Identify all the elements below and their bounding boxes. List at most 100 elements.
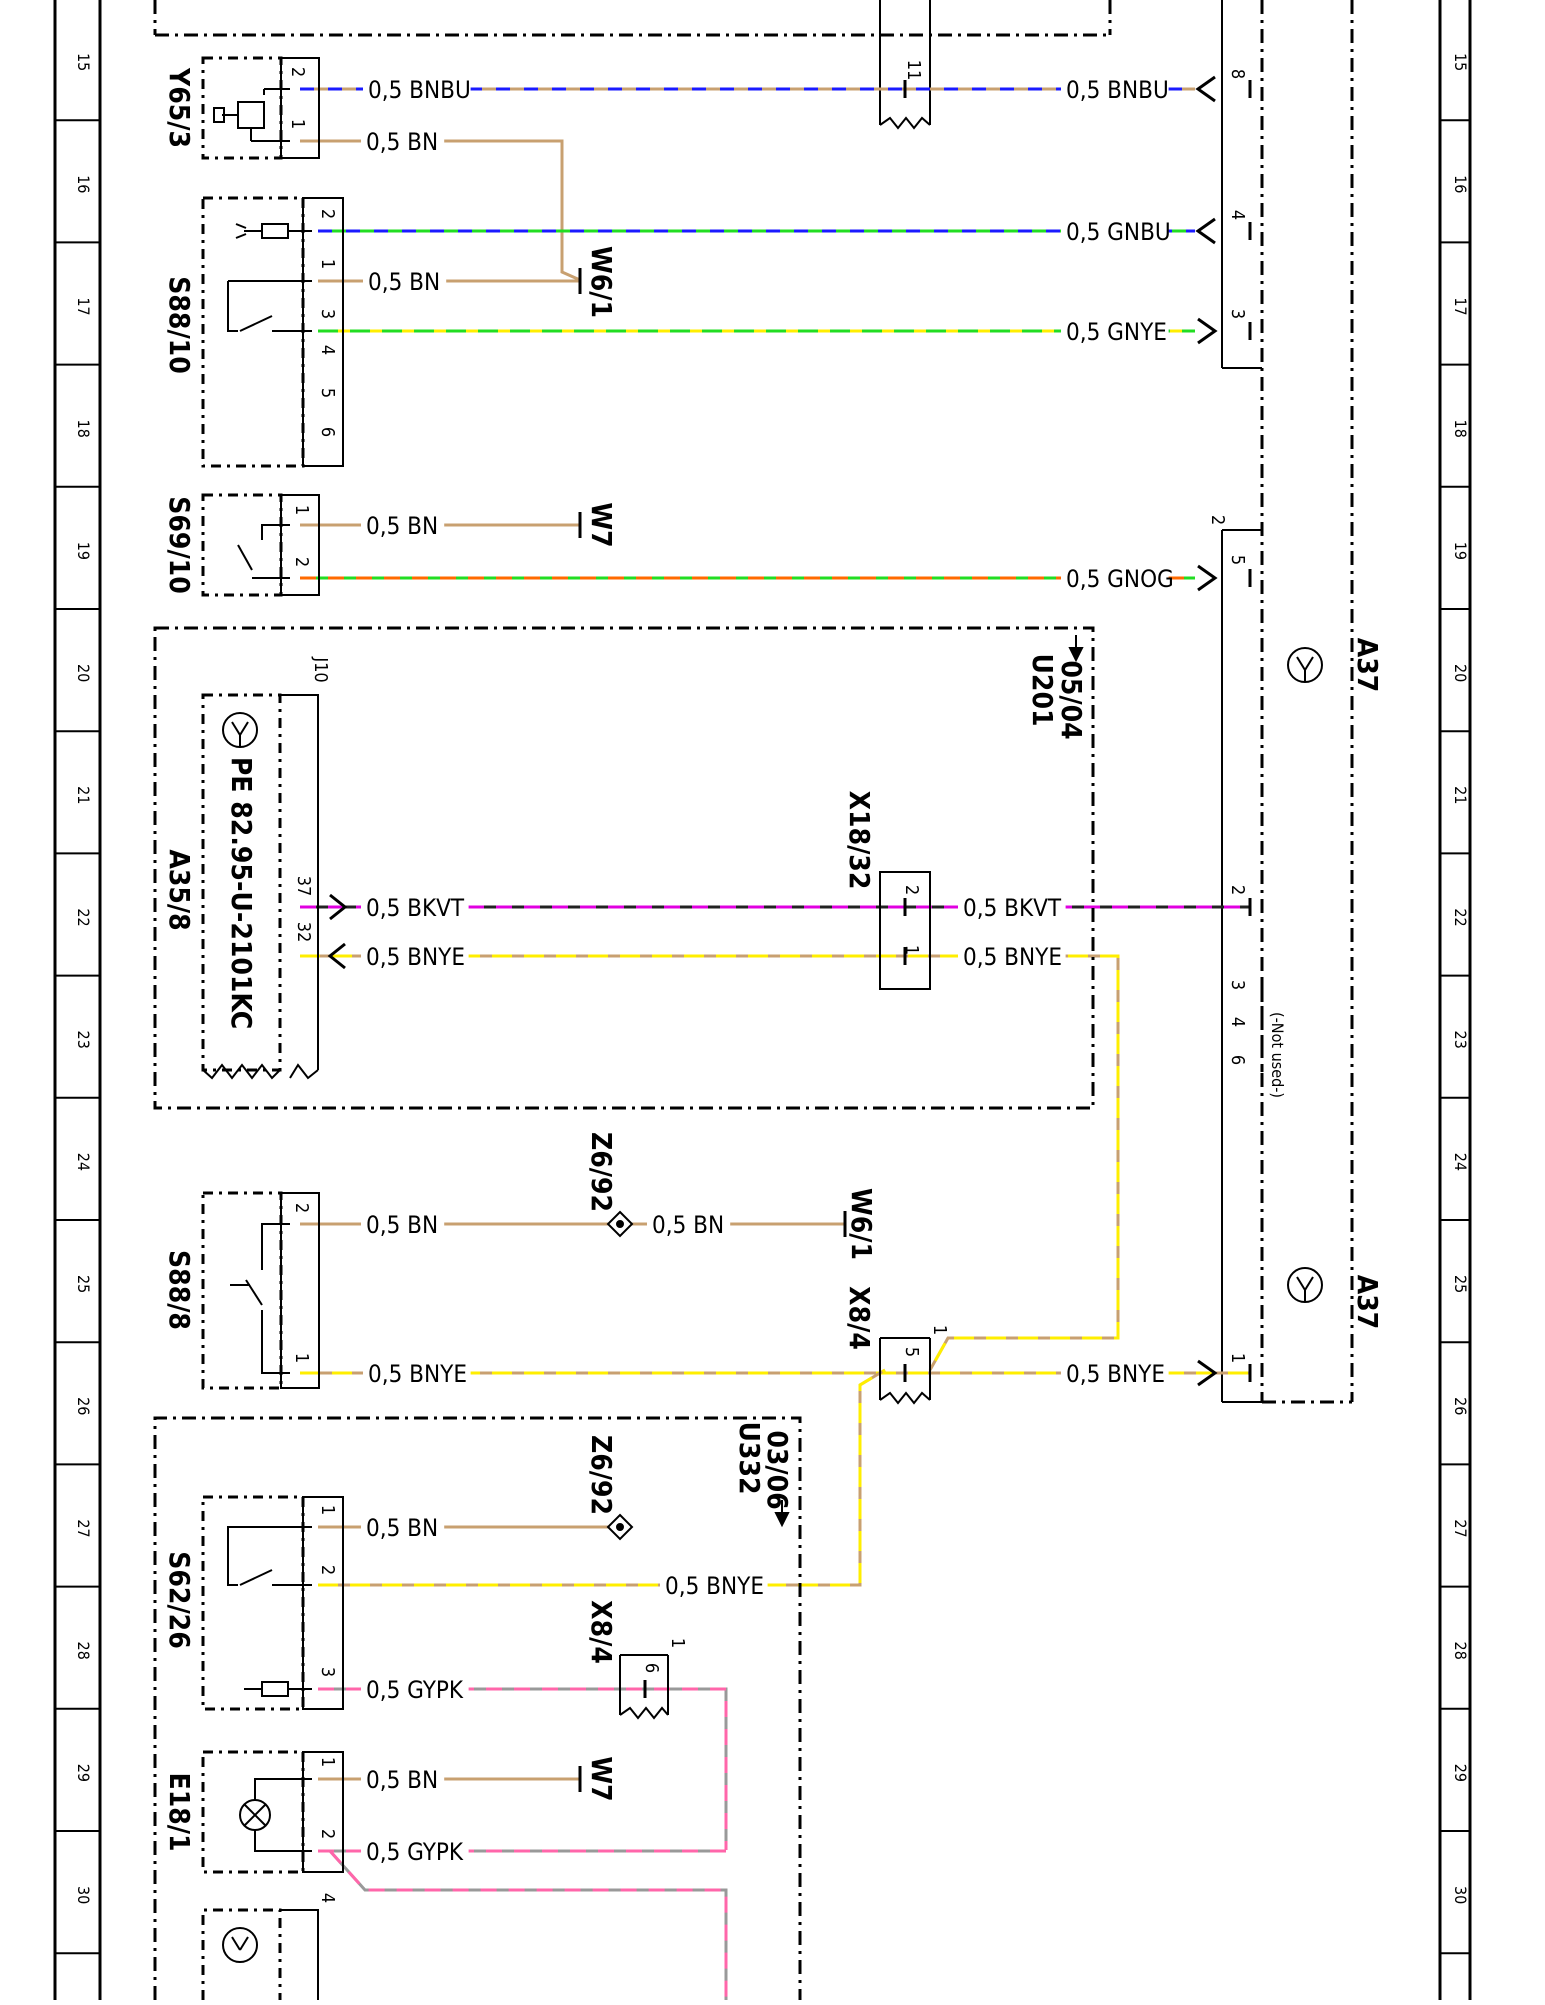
limit-switch-icon xyxy=(237,524,290,579)
connector-arrows xyxy=(327,75,1218,1387)
a35-8-box xyxy=(201,693,319,1080)
u332-box xyxy=(153,1416,802,2000)
pin-number: 1 xyxy=(667,1638,688,1648)
row-number-left: 18 xyxy=(74,420,93,438)
pin-number: 2 xyxy=(317,1829,338,1839)
pin-number: 37 xyxy=(293,876,314,897)
component-label: W7 xyxy=(585,502,618,547)
row-number-right: 18 xyxy=(1451,420,1470,438)
pin-number: 1 xyxy=(317,1505,338,1515)
pin-number: 5 xyxy=(901,1347,922,1357)
row-number-right: 27 xyxy=(1451,1519,1470,1537)
pin-number: 1 xyxy=(291,505,312,515)
row-number-right: 16 xyxy=(1451,175,1470,193)
row-number-left: 16 xyxy=(74,175,93,193)
u201-box xyxy=(153,626,1095,1110)
component-label: Z6/92 xyxy=(585,1435,618,1515)
row-number-left: 20 xyxy=(74,664,93,682)
wire-label: 0,5 GYPK xyxy=(366,1676,464,1704)
wire-label: 0,5 GNBU xyxy=(1066,218,1171,246)
splice-z6-92-b xyxy=(606,1513,634,1541)
s88-8-box xyxy=(201,1191,320,1390)
s69-10-box xyxy=(201,493,320,597)
pin-number: 3 xyxy=(317,1667,338,1677)
wire-label: 0,5 GNOG xyxy=(1066,565,1174,593)
wire-label: 0,5 BNBU xyxy=(1066,76,1169,104)
wire-label: 0,5 BKVT xyxy=(963,894,1062,922)
pin-number: 11 xyxy=(903,60,924,81)
component-label: W7 xyxy=(585,1756,618,1801)
row-number-left: 19 xyxy=(74,542,93,560)
row-number-left: 24 xyxy=(74,1153,93,1171)
component-label: Y65/3 xyxy=(163,67,196,148)
row-number-left: 29 xyxy=(74,1764,93,1782)
pin-number: 4 xyxy=(317,1893,338,1903)
row-number-right: 24 xyxy=(1451,1153,1470,1171)
pin-number: 4 xyxy=(317,345,338,355)
component-label: S69/10 xyxy=(163,496,196,593)
component-label: U201 xyxy=(1026,653,1059,726)
a37-ecu-icon-top xyxy=(1287,647,1323,683)
component-label: (-Not used-) xyxy=(1268,1012,1287,1098)
top-dashed-box xyxy=(153,0,1112,37)
ecu-icon-bottom xyxy=(222,1927,258,1963)
row-number-left: 25 xyxy=(74,1275,93,1293)
wire-label: 0,5 BN xyxy=(366,128,438,156)
pin-stubs xyxy=(643,80,1252,1698)
pin-number: 6 xyxy=(1227,1055,1248,1065)
pin-number: 2 xyxy=(291,557,312,567)
pin-number: 2 xyxy=(317,209,338,219)
pin-number: 1 xyxy=(929,1325,950,1335)
lamp-icon xyxy=(239,1778,312,1852)
solenoid-icon xyxy=(213,88,290,142)
pin-number: 8 xyxy=(1227,69,1248,79)
row-number-right: 22 xyxy=(1451,908,1470,926)
y65-3-box xyxy=(201,56,320,160)
component-label: E18/1 xyxy=(163,1773,196,1852)
pin-number: 4 xyxy=(1227,210,1248,220)
component-label: X18/32 xyxy=(843,791,876,890)
bottom-partial-box xyxy=(201,1908,319,2000)
pin-number: 1 xyxy=(1227,1353,1248,1363)
splice-z6-92-a xyxy=(606,1210,634,1238)
wire-label: 0,5 BNYE xyxy=(1066,1360,1165,1388)
row-number-left: 28 xyxy=(74,1642,93,1660)
component-label: A37 xyxy=(1351,1275,1384,1330)
row-number-right: 25 xyxy=(1451,1275,1470,1293)
wire-label: 0,5 BN xyxy=(366,1514,438,1542)
row-number-right: 19 xyxy=(1451,542,1470,560)
pin-number: 2 xyxy=(901,885,922,895)
pin-number: 32 xyxy=(293,922,314,943)
component-label: PE 82.95-U-2101KC xyxy=(225,757,258,1029)
wire-gypk-e18 xyxy=(318,1849,728,2000)
a37-module xyxy=(1221,0,1262,1403)
component-label: S88/8 xyxy=(163,1250,196,1330)
wire-label: 0,5 GNYE xyxy=(1066,318,1167,346)
switch-icon xyxy=(227,223,312,332)
illuminated-switch-icon xyxy=(227,1526,312,1697)
wire-label: 0,5 BN xyxy=(368,268,440,296)
pin-number: 2 xyxy=(291,1203,312,1213)
wire-label: 0,5 BN xyxy=(652,1211,724,1239)
pin-number: 3 xyxy=(317,309,338,319)
pin-number: 5 xyxy=(317,388,338,398)
top-connector-body xyxy=(879,0,931,130)
row-number-left: 26 xyxy=(74,1397,93,1415)
pin-number: 6 xyxy=(641,1663,662,1673)
right-row-ruler xyxy=(1438,0,1472,2000)
ref-arrow-u201 xyxy=(1068,635,1084,663)
row-number-right: 23 xyxy=(1451,1031,1470,1049)
pin-number: 6 xyxy=(317,427,338,437)
pin-number: 4 xyxy=(1227,1017,1248,1027)
row-number-right: 20 xyxy=(1451,664,1470,682)
a37-ecu-icon-bottom xyxy=(1287,1267,1323,1303)
row-number-left: 23 xyxy=(74,1031,93,1049)
wire-label: 0,5 BN xyxy=(366,1211,438,1239)
pin-number: 1 xyxy=(291,1353,312,1363)
pin-number: 1 xyxy=(901,945,922,955)
component-label: X8/4 xyxy=(585,1600,618,1664)
left-row-ruler xyxy=(53,0,102,2000)
ecu-icon xyxy=(222,712,258,748)
